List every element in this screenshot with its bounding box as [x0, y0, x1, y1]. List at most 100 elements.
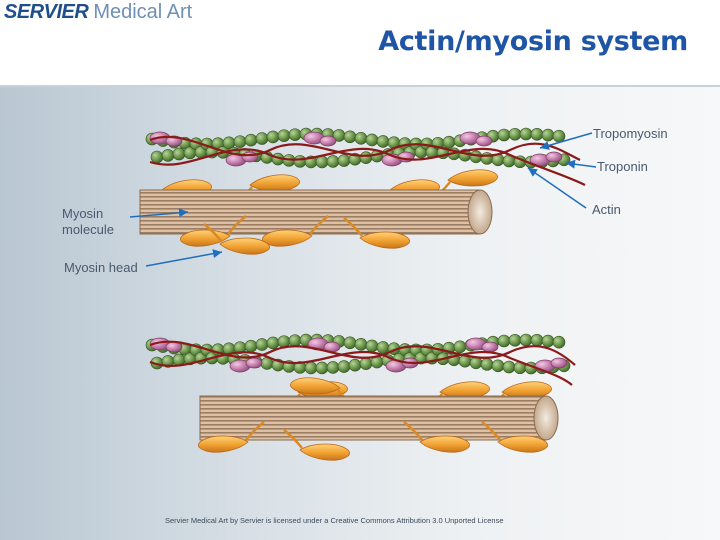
actin-monomer: [337, 154, 351, 167]
actin-monomer: [293, 155, 307, 168]
top-thin-filament: [145, 127, 586, 186]
myosin-head: [359, 231, 410, 249]
top-tropomyosin-strand-2: [149, 147, 586, 186]
actin-monomer: [354, 338, 368, 351]
myosin-molecule-label-line2: molecule: [62, 222, 115, 237]
header-bar: [0, 0, 720, 85]
myosin-neck: [245, 421, 265, 441]
actin-monomer: [266, 130, 280, 144]
actin-monomer: [365, 339, 379, 353]
bottom-thin-filament: [145, 333, 576, 386]
actin-monomer: [304, 361, 318, 375]
actin-monomer: [442, 135, 456, 149]
actin-monomer: [255, 132, 269, 145]
logo-light-text: Medical Art: [93, 1, 193, 23]
top-myosin-heads-lower: [180, 215, 410, 255]
actin-monomer: [255, 338, 269, 351]
actin-monomer: [519, 333, 533, 347]
actin-monomer: [508, 127, 522, 141]
actin-monomer: [530, 333, 544, 347]
actin-monomer: [337, 360, 351, 373]
myosin-head-label: Myosin head: [64, 260, 138, 275]
actin-monomer: [359, 357, 373, 370]
actin-monomer: [315, 361, 329, 375]
actin-monomer: [497, 128, 511, 142]
actin-monomer: [326, 361, 340, 374]
troponin-complex: [475, 135, 493, 147]
myosin-neck: [343, 217, 363, 237]
top-myosin-rod: [139, 189, 481, 235]
actin-monomer: [326, 155, 340, 168]
actin-label: Actin: [592, 202, 621, 217]
myosin-head: [290, 377, 341, 395]
myosin-molecule-pointer: [129, 208, 189, 218]
troponin-complex: [319, 135, 337, 147]
actin-monomer: [343, 130, 357, 144]
actin-monomer: [266, 336, 280, 350]
bottom-myosin-rod-end: [533, 395, 559, 441]
myosin-head: [249, 174, 300, 192]
bottom-myosin-thick-filament: [198, 377, 559, 461]
license-credit: Servier Medical Art by Servier is licens…: [165, 516, 504, 525]
actin-monomer: [161, 149, 175, 162]
actin-monomer: [359, 151, 373, 164]
actin-monomer: [552, 129, 566, 143]
troponin-label: Troponin: [597, 159, 648, 174]
actin-monomer: [541, 334, 555, 348]
myosin-head: [447, 169, 498, 187]
actin-monomer: [497, 334, 511, 348]
troponin-complex: [481, 341, 499, 353]
actin-monomer: [244, 339, 258, 353]
bottom-myosin-heads-lower: [198, 421, 548, 461]
myosin-neck: [481, 421, 501, 441]
actin-monomer: [519, 127, 533, 141]
actin-monomer: [277, 129, 291, 142]
actin-monomer: [508, 333, 522, 347]
actin-monomer: [469, 150, 483, 164]
myosin-head: [219, 237, 270, 255]
actin-monomer: [343, 336, 357, 350]
myosin-molecule-label-line1: Myosin: [62, 206, 104, 221]
myosin-neck: [283, 429, 303, 449]
myosin-head-pointer: [145, 249, 223, 267]
myosin-head: [497, 435, 548, 453]
page-title: Actin/myosin system: [378, 26, 688, 57]
actin-monomer: [150, 150, 164, 164]
slide-divider: [0, 85, 720, 87]
actin-monomer: [365, 133, 379, 147]
actin-monomer: [480, 358, 494, 371]
actin-monomer: [453, 340, 467, 354]
tropomyosin-label: Tropomyosin: [593, 126, 668, 141]
actin-monomer: [354, 132, 368, 145]
myosin-neck: [403, 421, 423, 441]
top-myosin-rod-end: [467, 189, 493, 235]
actin-monomer: [288, 334, 302, 347]
actin-monomer: [480, 152, 494, 165]
troponin-complex: [545, 151, 563, 163]
tropomyosin-pointer: [539, 132, 593, 150]
top-myosin-thick-filament: [139, 169, 498, 255]
actin-monomer: [376, 341, 390, 354]
actin-monomer: [348, 358, 362, 372]
myosin-neck: [203, 223, 223, 243]
actin-monomer: [541, 128, 555, 142]
myosin-head: [180, 229, 231, 247]
troponin-pointer: [565, 159, 597, 169]
actin-monomer: [172, 147, 186, 161]
myosin-head: [419, 435, 470, 453]
actin-monomer: [315, 155, 329, 169]
logo-bold-text: SERVIER: [4, 1, 89, 23]
actin-monomer: [376, 135, 390, 148]
myosin-neck: [227, 215, 247, 235]
top-troponin-complexes: [149, 131, 563, 167]
troponin-complex: [245, 357, 263, 369]
myosin-head: [299, 443, 350, 461]
actin-monomer: [502, 360, 516, 374]
actin-monomer: [552, 335, 566, 349]
bottom-myosin-rod: [199, 395, 547, 441]
myosin-neck: [309, 215, 329, 235]
myosin-head: [198, 435, 249, 453]
actin-monomer: [491, 359, 505, 373]
